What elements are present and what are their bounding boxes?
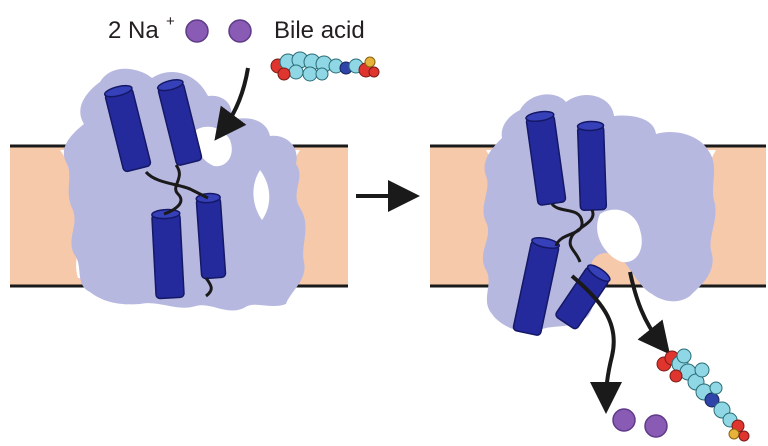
sodium-exit-arrow <box>570 274 623 414</box>
helix-4 <box>195 192 227 280</box>
helix-loop <box>163 164 183 216</box>
helix-bundle-left <box>103 79 227 300</box>
helix-bundle-right <box>512 110 611 336</box>
bile-acid-molecule <box>270 51 380 82</box>
bile-acid-label: Bile acid <box>274 17 365 44</box>
sodium-ion <box>185 19 209 43</box>
helix-4 <box>555 264 611 330</box>
helix-loop-2 <box>568 209 595 263</box>
helix-loop <box>550 202 584 247</box>
protein-side-notch <box>253 170 270 220</box>
helix-1 <box>103 84 152 173</box>
inward-facing-state <box>430 94 766 414</box>
helix-loop-3 <box>204 277 213 298</box>
helix-1 <box>525 110 567 206</box>
sodium-ion <box>228 19 252 43</box>
helix-3 <box>512 236 561 336</box>
substrate-legend: 2 Na + Bile acid <box>108 13 365 44</box>
protein-exit-cleft <box>597 209 642 263</box>
sodium-ion <box>612 408 636 432</box>
sodium-charge: + <box>166 13 175 30</box>
substrate-exit-arrow <box>628 271 670 355</box>
sodium-label: 2 Na <box>108 17 159 44</box>
helix-loop-2 <box>144 170 209 200</box>
released-sodium <box>612 408 668 438</box>
substrate-entry-arrow <box>214 67 250 141</box>
helix-2 <box>576 120 608 212</box>
helix-2 <box>156 79 203 166</box>
helix-3 <box>151 208 185 300</box>
released-bile-acid-molecule <box>656 348 750 442</box>
sodium-ion <box>644 414 668 438</box>
outward-facing-state <box>10 67 348 311</box>
